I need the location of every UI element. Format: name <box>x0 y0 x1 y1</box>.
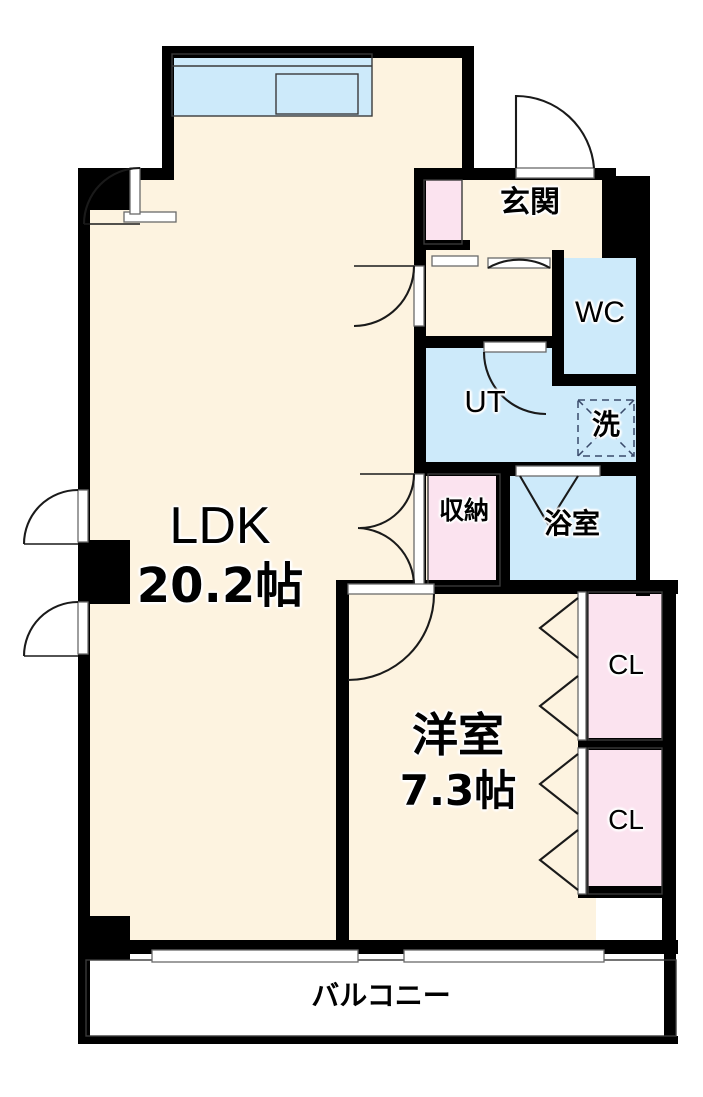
label-ldk-name: LDK <box>169 497 271 555</box>
room-fill-bedroom <box>336 590 596 948</box>
fixture-kitchen-counter <box>172 54 372 116</box>
door-bedroom <box>347 583 436 682</box>
label-balcony: バルコニー <box>311 979 451 1012</box>
label-wc: WC <box>575 296 625 329</box>
door-ldk-left-lower <box>22 600 89 657</box>
door-closet-lower <box>538 747 587 895</box>
door-hall-ut <box>482 341 547 416</box>
door-entrance <box>514 94 596 179</box>
fixture-kitchen-sink <box>275 73 359 115</box>
windows <box>123 211 605 963</box>
label-bedroom-area: 7.3帖 <box>399 766 517 815</box>
door-ldk-hall <box>353 265 425 328</box>
room-fill-shoe-box <box>424 180 462 244</box>
label-bath: 浴室 <box>543 507 600 540</box>
room-fill-storage <box>428 474 500 586</box>
fixture-washer-space <box>577 399 635 457</box>
room-outlines <box>85 53 677 1037</box>
label-genkan: 玄関 <box>500 185 560 220</box>
room-fill-closet-upper <box>588 592 662 740</box>
door-bath <box>515 465 601 527</box>
window-ldk-upper-left <box>123 211 177 223</box>
label-ut: UT <box>464 384 506 419</box>
label-closet-upper: CL <box>608 649 644 680</box>
door-ldk-top-left <box>82 166 141 225</box>
window-bedroom-balcony <box>403 949 605 963</box>
window-hall <box>431 255 479 267</box>
window-ldk-balcony <box>151 949 359 963</box>
door-wc <box>487 257 551 269</box>
room-fill-closet-lower <box>588 748 662 894</box>
label-closet-lower: CL <box>608 804 644 835</box>
room-fill-balcony <box>86 960 676 1042</box>
label-storage: 収納 <box>438 496 489 525</box>
door-closet-upper <box>538 591 587 741</box>
room-fill-ut <box>424 346 636 466</box>
label-bedroom-name: 洋室 <box>412 708 504 762</box>
label-washer: 洗 <box>591 408 620 441</box>
door-ldk-left-upper <box>22 488 89 545</box>
label-ldk-area: 20.2帖 <box>136 558 304 614</box>
